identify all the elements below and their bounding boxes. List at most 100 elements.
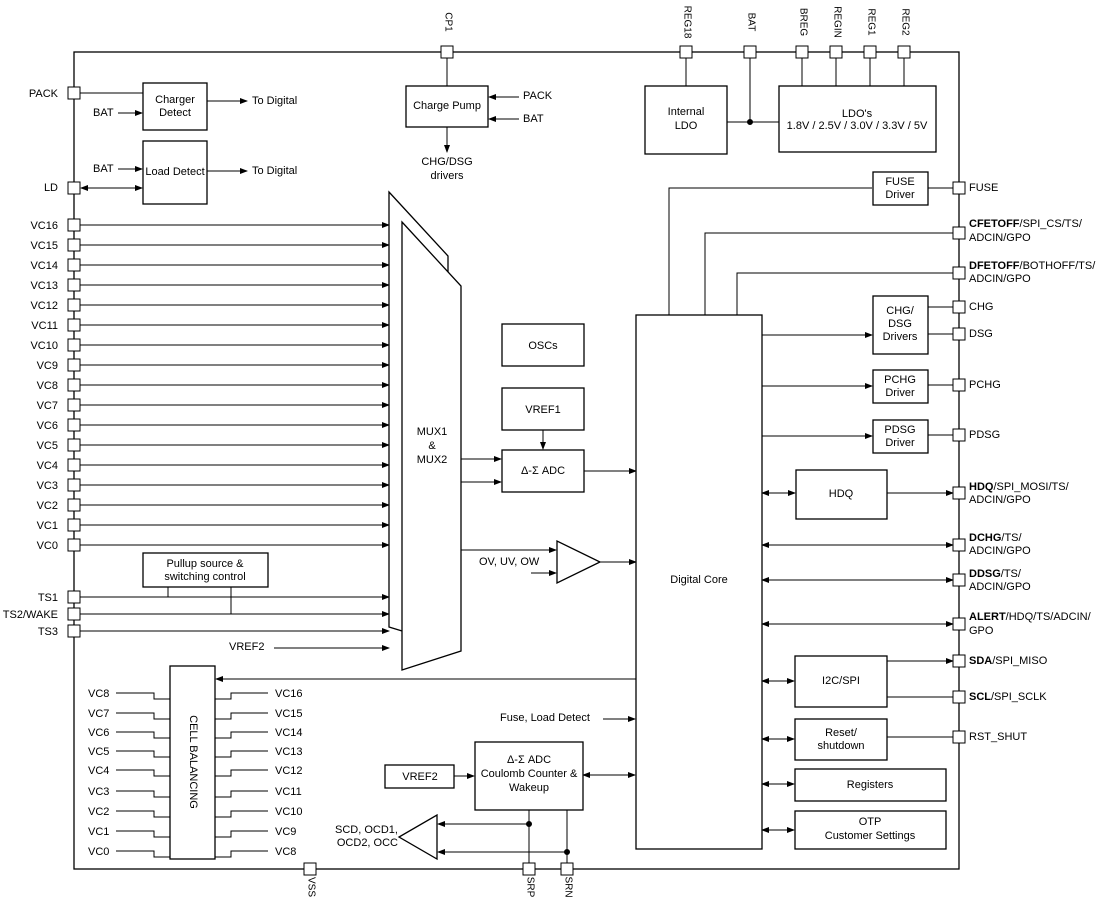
pin-label-bold: CFETOFF xyxy=(969,218,1020,230)
scd-comparator-shape xyxy=(397,813,438,861)
ld-pin xyxy=(67,181,81,195)
srn-pin-label: SRN xyxy=(562,876,573,897)
pdsg-driver-label: Driver xyxy=(885,437,915,449)
reset-shutdown-block xyxy=(794,718,888,761)
reset-label: shutdown xyxy=(817,740,864,752)
pack-pin xyxy=(67,86,81,100)
reset-label: Reset/ xyxy=(825,727,858,739)
connector-line xyxy=(116,712,170,720)
cell-balancing-label: CELL BALANCING xyxy=(187,715,199,809)
vc-pin-label: VC16 xyxy=(30,220,58,232)
connector-line xyxy=(215,830,268,838)
pin-label-bold: DDSG xyxy=(969,568,1001,580)
connector-line xyxy=(116,810,170,818)
internal-ldo-label: Internal xyxy=(668,106,705,118)
chg-pin xyxy=(952,300,966,314)
pdsg-driver-label: PDSG xyxy=(884,424,915,436)
adc-label: Δ-Σ ADC xyxy=(521,465,565,477)
connector-line xyxy=(116,731,170,739)
cp-bat-label: BAT xyxy=(523,113,544,125)
cc-adc-label: Coulomb Counter & xyxy=(481,768,578,780)
cell-balancing-block xyxy=(169,665,216,860)
cp1-pin xyxy=(440,45,454,59)
pchg-driver-block xyxy=(872,369,929,404)
connector-line xyxy=(116,790,170,798)
load-detect-block xyxy=(142,140,208,205)
chg-dsg-drivers-label: CHG/DSG xyxy=(421,156,472,168)
breg-pin-label: BREG xyxy=(797,8,808,37)
vref1-block xyxy=(501,387,585,431)
digital-core-block xyxy=(635,314,763,850)
dfetoff-pin-label: ADCIN/GPO xyxy=(969,273,1031,285)
chg-pin-label: CHG xyxy=(969,301,993,313)
vc-pin-label: VC6 xyxy=(37,420,58,432)
pin-label-bold: ALERT xyxy=(969,611,1006,623)
vc-pin xyxy=(67,418,81,432)
fuse-driver-label: FUSE xyxy=(885,176,914,188)
vref1-label: VREF1 xyxy=(525,404,560,416)
connector-line xyxy=(116,750,170,758)
pdsg-pin xyxy=(952,428,966,442)
pin-label-bold: DFETOFF xyxy=(969,260,1020,272)
to-digital-label: To Digital xyxy=(252,95,297,107)
regin-pin-label: REGIN xyxy=(831,6,842,38)
junction-dot xyxy=(526,821,532,827)
vc-pin xyxy=(67,298,81,312)
vc-pin-label: VC0 xyxy=(37,540,58,552)
connector-line xyxy=(704,232,953,315)
pin-label-bold: HDQ xyxy=(969,481,994,493)
alert-pin xyxy=(952,617,966,631)
connector-line xyxy=(215,790,268,798)
cfetoff-pin-label: ADCIN/GPO xyxy=(969,232,1031,244)
chg-dsg-drivers-block-label: Drivers xyxy=(883,331,918,343)
fuse-driver-label: Driver xyxy=(885,189,915,201)
hdq-block xyxy=(795,469,888,520)
vref2-label: VREF2 xyxy=(402,771,437,783)
pin-label-rest: /TS/ xyxy=(1001,532,1022,544)
rst-shut-pin xyxy=(952,730,966,744)
vc-pin-label: VC1 xyxy=(37,520,58,532)
vc-pin-label: VC13 xyxy=(30,280,58,292)
cb-right-label: VC10 xyxy=(275,806,303,818)
cb-right-label: VC15 xyxy=(275,708,303,720)
to-digital-label: To Digital xyxy=(252,165,297,177)
vc-pin-label: VC5 xyxy=(37,440,58,452)
vc-pin xyxy=(67,258,81,272)
connector-line xyxy=(116,830,170,838)
ddsg-pin xyxy=(952,573,966,587)
dsg-pin xyxy=(952,327,966,341)
vc-pin-label: VC12 xyxy=(30,300,58,312)
cb-left-label: VC0 xyxy=(88,846,109,858)
sda-pin-label: SDA/SPI_MISO xyxy=(969,655,1048,667)
connector-line xyxy=(215,850,268,858)
vc-pin xyxy=(67,398,81,412)
registers-label: Registers xyxy=(847,779,894,791)
connector-line xyxy=(116,769,170,777)
chg-dsg-drivers-block xyxy=(872,295,929,355)
internal-ldo-block xyxy=(644,85,728,155)
vc-pin xyxy=(67,538,81,552)
cfetoff-pin xyxy=(952,226,966,240)
alert-pin-label: GPO xyxy=(969,625,994,637)
chg-dsg-drivers-block-label: DSG xyxy=(888,318,912,330)
vc-pin-label: VC2 xyxy=(37,500,58,512)
pack-pin-label: PACK xyxy=(29,88,59,100)
reg2-pin-label: REG2 xyxy=(899,8,910,36)
pdsg-driver-block xyxy=(872,419,929,454)
cb-left-label: VC2 xyxy=(88,806,109,818)
vc-pin xyxy=(67,338,81,352)
charge-pump-label: Charge Pump xyxy=(413,100,481,112)
otp-block xyxy=(794,810,947,850)
pin-label-rest: /SPI_MISO xyxy=(992,655,1047,667)
fuse-driver-block xyxy=(872,171,929,206)
charger-detect-label: Charger xyxy=(155,94,195,106)
rst-shut-pin-label: RST_SHUT xyxy=(969,731,1027,743)
cb-right-label: VC13 xyxy=(275,746,303,758)
pchg-driver-label: PCHG xyxy=(884,374,916,386)
pin-label-bold: SDA xyxy=(969,655,992,667)
ts3-pin-label: TS3 xyxy=(38,626,58,638)
pin-label-rest: /SPI_CS/TS/ xyxy=(1020,218,1083,230)
connector-line xyxy=(736,272,953,315)
otp-label: Customer Settings xyxy=(825,830,916,842)
i2c-spi-label: I2C/SPI xyxy=(822,675,860,687)
